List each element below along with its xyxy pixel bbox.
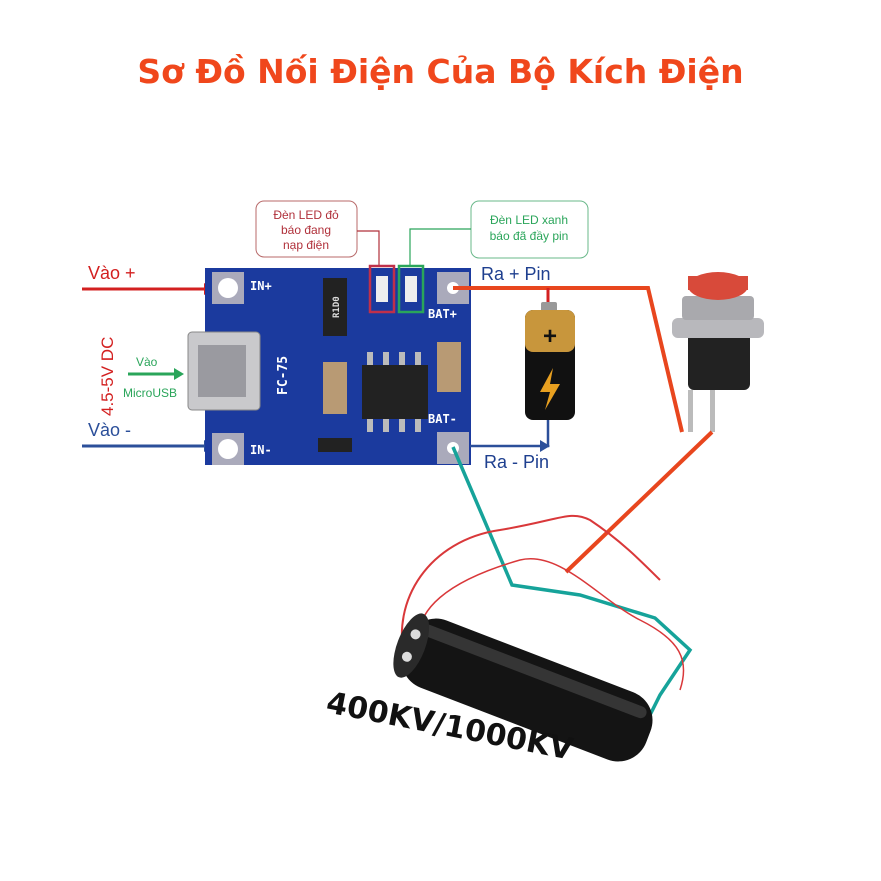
silk-bat-plus: BAT+ xyxy=(428,307,457,321)
usb-microusb-label: MicroUSB xyxy=(123,386,177,400)
silk-bat-minus: BAT- xyxy=(428,412,457,426)
silk-in-minus: IN- xyxy=(250,443,272,457)
svg-text:+: + xyxy=(543,323,557,350)
push-button-switch xyxy=(672,272,764,432)
bat-plus-to-switch-wire xyxy=(453,286,684,433)
silk-fc75: FC-75 xyxy=(276,356,291,395)
high-voltage-module xyxy=(393,613,653,762)
silk-in-plus: IN+ xyxy=(250,279,272,293)
red-led-label-3: nạp điện xyxy=(283,238,329,252)
charger-ic xyxy=(362,365,428,419)
battery-icon: + xyxy=(525,302,575,420)
voltage-label: 4.5-5V DC xyxy=(98,337,117,416)
green-led-highlight xyxy=(397,264,425,314)
output-minus-label: Ra - Pin xyxy=(484,452,549,472)
red-led-label-2: báo đang xyxy=(281,223,331,237)
red-led-callout: Đèn LED đỏ báo đang nạp điện xyxy=(255,200,380,265)
input-plus-label: Vào + xyxy=(88,263,136,283)
switch-to-module-wire xyxy=(564,430,714,574)
usb-in-label: Vào xyxy=(136,355,158,369)
green-led-label-2: báo đã đầy pin xyxy=(490,229,569,243)
silk-resistor: R1D0 xyxy=(332,296,342,318)
page-title: Sơ Đồ Nối Điện Của Bộ Kích Điện xyxy=(137,52,744,91)
input-minus-label: Vào - xyxy=(88,420,131,440)
bat-minus-to-module-wire xyxy=(451,446,693,716)
charger-board: IN+ IN- BAT+ BAT- FC-75 R1D0 xyxy=(187,264,471,465)
red-led-label-1: Đèn LED đỏ xyxy=(273,208,339,222)
red-led-highlight xyxy=(368,264,396,314)
output-plus-label: Ra + Pin xyxy=(481,264,551,284)
green-led-label-1: Đèn LED xanh xyxy=(490,213,568,227)
green-led-callout: Đèn LED xanh báo đã đầy pin xyxy=(409,200,589,265)
